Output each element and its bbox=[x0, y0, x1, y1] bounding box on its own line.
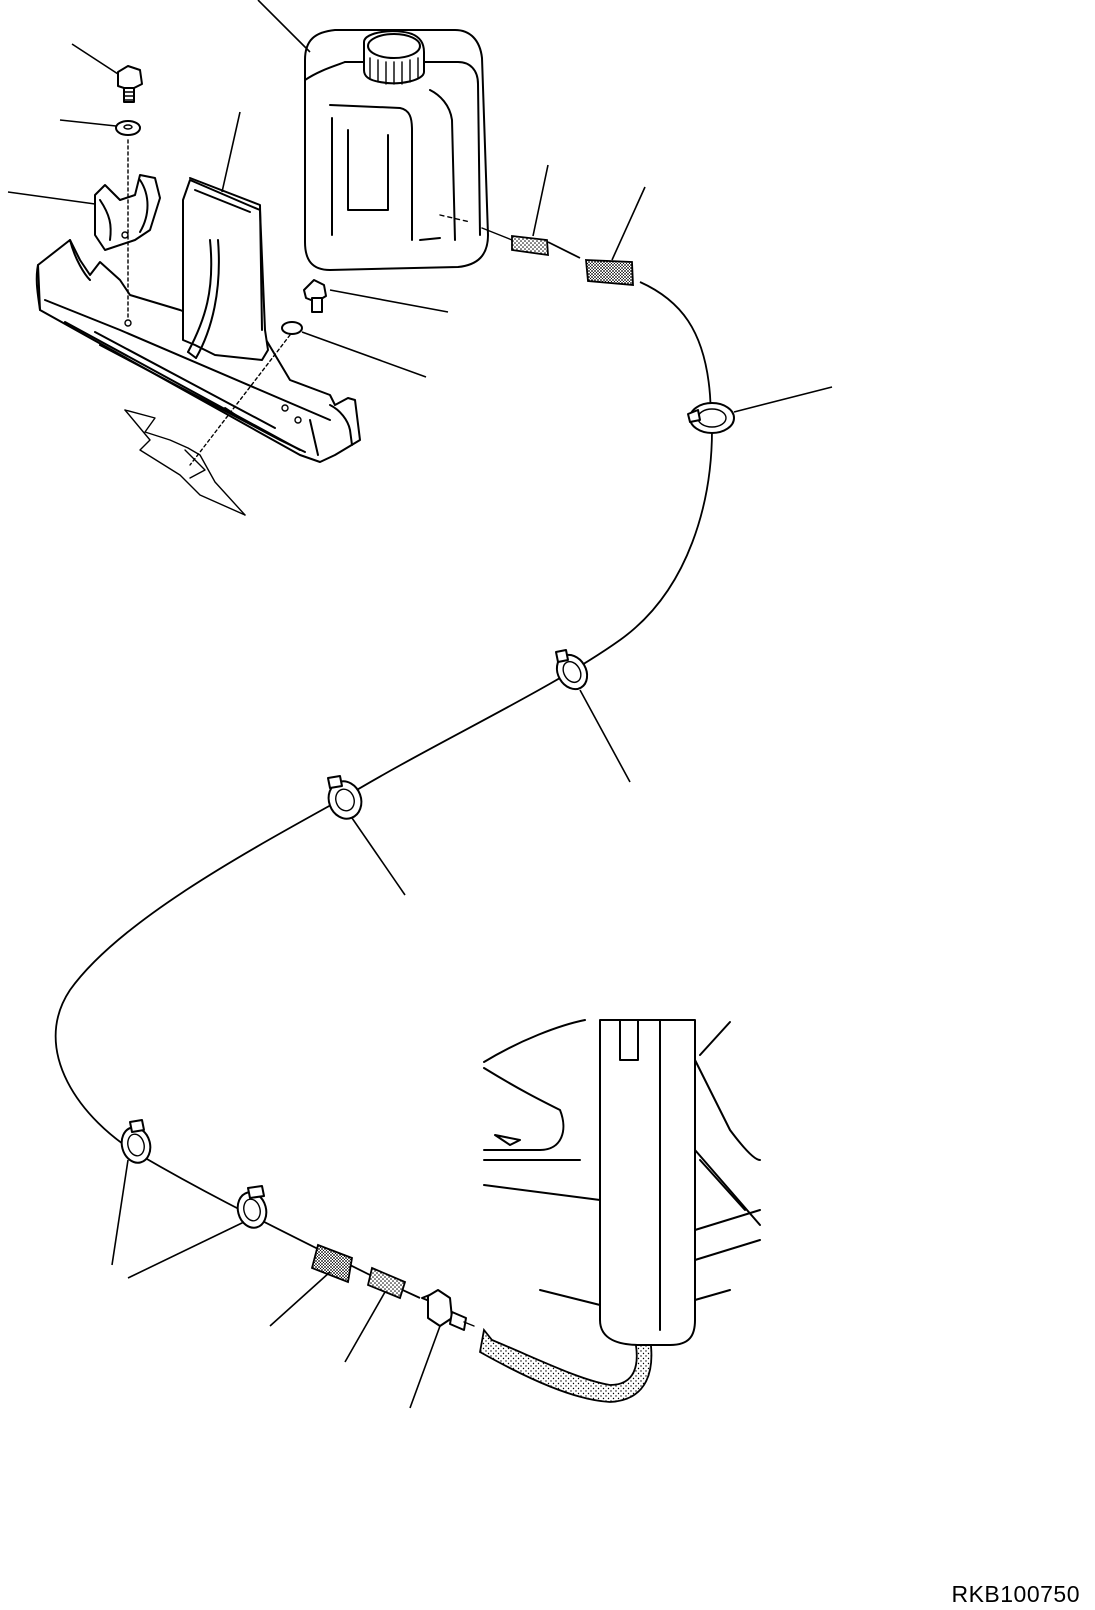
leader-spring bbox=[611, 186, 646, 261]
leader-bracket bbox=[221, 111, 241, 193]
leader-bolt bbox=[71, 43, 119, 75]
joint-hose bbox=[511, 234, 549, 257]
bolt-icon bbox=[117, 65, 143, 103]
leader-clamp-5 bbox=[127, 1221, 245, 1279]
nozzle-icon bbox=[421, 1289, 475, 1331]
floor-mount-symbol bbox=[124, 409, 246, 516]
hose-clamp-icon bbox=[327, 775, 363, 820]
bolt-icon bbox=[303, 279, 327, 313]
washer-tank bbox=[304, 29, 489, 271]
leader-washer bbox=[59, 119, 117, 127]
hose-spring bbox=[310, 1243, 354, 1284]
washer-icon bbox=[281, 321, 303, 335]
tank-bracket bbox=[35, 139, 361, 463]
leader-clip bbox=[7, 191, 96, 205]
hose-clamp-icon bbox=[555, 649, 589, 691]
leader-nozzle bbox=[409, 1325, 441, 1409]
leader-washer-2 bbox=[301, 331, 427, 378]
leader-clamp-4 bbox=[111, 1159, 129, 1266]
leader-tank bbox=[257, 0, 311, 53]
leader-spring-2 bbox=[269, 1271, 331, 1327]
leader-joint bbox=[532, 164, 549, 237]
joint-hose bbox=[366, 1266, 407, 1300]
hose-spring bbox=[585, 259, 634, 286]
leader-clamp-3 bbox=[351, 817, 406, 896]
drawing-code: RKB100750 bbox=[951, 1581, 1080, 1607]
washer-icon bbox=[115, 120, 141, 136]
leader-joint-2 bbox=[344, 1291, 386, 1363]
hose-clamp-icon bbox=[236, 1185, 268, 1229]
leader-clamp-1 bbox=[733, 386, 833, 413]
leader-clamp-2 bbox=[579, 689, 631, 783]
cab-structure bbox=[483, 1019, 761, 1346]
leader-bolt-2 bbox=[329, 289, 449, 313]
hose-clamp-icon bbox=[120, 1119, 152, 1164]
hose-clamp-icon bbox=[687, 402, 735, 434]
